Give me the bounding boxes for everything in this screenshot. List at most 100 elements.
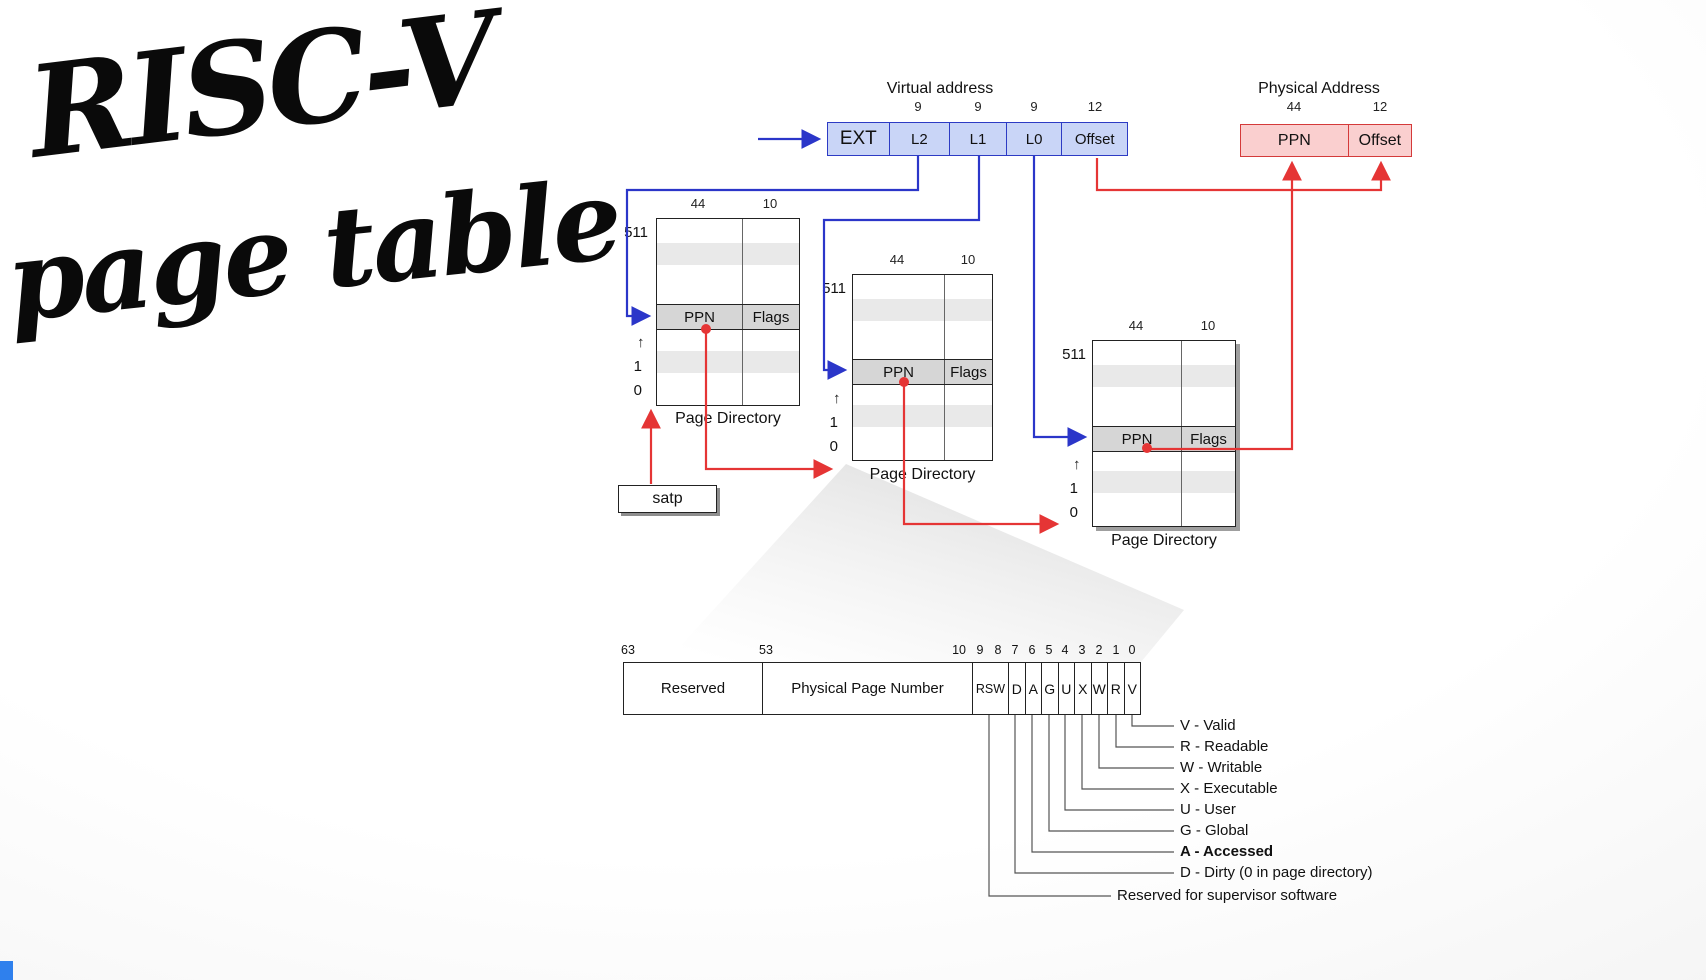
pd2-entry-flags: Flags [944, 360, 992, 384]
pd-entry-stripe [853, 405, 992, 427]
legend-user: U - User [1180, 801, 1236, 818]
pd1-index-0: 0 [633, 382, 642, 399]
pd2-index-511: 511 [822, 280, 846, 297]
pte-bit-position-0: 0 [1128, 643, 1136, 657]
legend-line-user [1064, 715, 1174, 811]
pd1-caption: Page Directory [675, 410, 781, 427]
virtual-address-title: Virtual address [886, 80, 994, 97]
pd3-index-511: 511 [1062, 346, 1086, 363]
pd2-selected-entry: PPN Flags [853, 359, 992, 385]
va-bits-offset: 12 [1087, 99, 1103, 114]
pte-bit-position-5: 5 [1045, 643, 1053, 657]
pd1-col-bits-44: 44 [690, 196, 706, 211]
va-field-l2: L2 [888, 123, 950, 155]
physical-address-title: Physical Address [1258, 80, 1380, 97]
pte-field-d: D [1008, 663, 1025, 714]
page-directory-2: PPN Flags [852, 274, 993, 461]
legend-global: G - Global [1180, 822, 1249, 839]
pd1-col-bits-10: 10 [762, 196, 778, 211]
legend-line-readable [1115, 715, 1174, 748]
pte-bit-position-9: 9 [976, 643, 984, 657]
pte-bit-position-8: 8 [994, 643, 1002, 657]
pte-bit-position-2: 2 [1095, 643, 1103, 657]
pd-entry-stripe [853, 299, 992, 321]
l0-index-arrow [1032, 156, 1088, 447]
legend-line-rsw [988, 715, 1111, 897]
pd2-col-bits-10: 10 [960, 252, 976, 267]
video-progress-marker[interactable] [0, 961, 13, 980]
pte-field-g: G [1041, 663, 1058, 714]
pte-field-w: W [1090, 663, 1108, 714]
va-bits-l2: 9 [914, 99, 922, 114]
pte-bit-position-53: 53 [759, 643, 773, 657]
satp-register: satp [618, 485, 717, 513]
pd-entry-stripe [1093, 365, 1235, 387]
pte-bit-position-10: 10 [952, 643, 966, 657]
pd-entry-stripe [1093, 471, 1235, 493]
pte-bit-position-7: 7 [1011, 643, 1019, 657]
page-directory-3: PPN Flags [1092, 340, 1236, 527]
pd3-caption: Page Directory [1111, 532, 1217, 549]
up-arrow-icon: ↑ [833, 390, 841, 407]
pd3-entry-flags: Flags [1181, 427, 1235, 451]
legend-dirty: D - Dirty (0 in page directory) [1180, 864, 1373, 881]
pte-field-v: V [1123, 663, 1141, 714]
up-arrow-icon: ↑ [1073, 456, 1081, 473]
pte-bit-position-4: 4 [1061, 643, 1069, 657]
pd3-col-bits-10: 10 [1200, 318, 1216, 333]
pte-bit-position-63: 63 [621, 643, 635, 657]
handwritten-title-line2: page table [0, 154, 626, 347]
legend-executable: X - Executable [1180, 780, 1278, 797]
handwritten-title-line1: RISC-V [20, 0, 502, 187]
va-field-ext: EXT [839, 128, 877, 149]
pte-field-ppn: Physical Page Number [762, 663, 972, 714]
legend-line-accessed [1031, 715, 1174, 853]
va-bits-l1: 9 [974, 99, 982, 114]
pte-field-a: A [1024, 663, 1042, 714]
pd2-index-0: 0 [829, 438, 838, 455]
pte-field-x: X [1074, 663, 1091, 714]
va-field-offset: Offset [1061, 123, 1127, 155]
physical-address-box: PPN Offset [1240, 124, 1412, 157]
legend-line-writable [1098, 715, 1174, 769]
va-bits-l0: 9 [1030, 99, 1038, 114]
pd3-entry-ppn: PPN [1121, 430, 1153, 448]
legend-rsw: Reserved for supervisor software [1117, 887, 1338, 904]
pa-bits-offset: 12 [1372, 99, 1388, 114]
pa-field-ppn: PPN [1277, 131, 1311, 149]
legend-line-executable [1081, 715, 1174, 790]
pte-field-r: R [1107, 663, 1124, 714]
pte-field-u: U [1057, 663, 1075, 714]
legend-readable: R - Readable [1180, 738, 1269, 755]
pte-bit-position-6: 6 [1028, 643, 1036, 657]
legend-line-valid [1131, 715, 1174, 727]
pd2-caption: Page Directory [869, 466, 976, 483]
pd1-entry-ppn: PPN [684, 308, 715, 326]
legend-writable: W - Writable [1180, 759, 1263, 776]
pd1-selected-entry: PPN Flags [657, 304, 799, 330]
virtual-address-box: EXT L2 L1 L0 Offset [827, 122, 1128, 156]
pa-field-offset: Offset [1347, 125, 1411, 156]
pd3-index-0: 0 [1069, 504, 1078, 521]
pd3-index-1: 1 [1069, 480, 1078, 497]
up-arrow-icon: ↑ [637, 334, 645, 351]
legend-line-global [1048, 715, 1174, 832]
pd2-entry-ppn: PPN [883, 363, 914, 381]
pd1-index-511: 511 [624, 224, 648, 241]
pa-bits-ppn: 44 [1286, 99, 1302, 114]
legend-accessed: A - Accessed [1180, 843, 1274, 860]
va-field-l1: L1 [949, 123, 1006, 155]
pd1-index-1: 1 [633, 358, 642, 375]
pte-format-box: Reserved Physical Page Number RSW D A G … [623, 662, 1141, 715]
va-field-l0: L0 [1005, 123, 1062, 155]
offset-copy-arrow [1095, 158, 1391, 192]
legend-valid: V - Valid [1180, 717, 1236, 734]
pd2-col-bits-44: 44 [889, 252, 905, 267]
page-directory-1: PPN Flags [656, 218, 800, 406]
pte-bit-position-3: 3 [1078, 643, 1086, 657]
pd3-selected-entry: PPN Flags [1093, 426, 1235, 452]
pd1-entry-flags: Flags [742, 305, 799, 329]
legend-line-dirty [1014, 715, 1174, 874]
pd2-index-1: 1 [829, 414, 838, 431]
